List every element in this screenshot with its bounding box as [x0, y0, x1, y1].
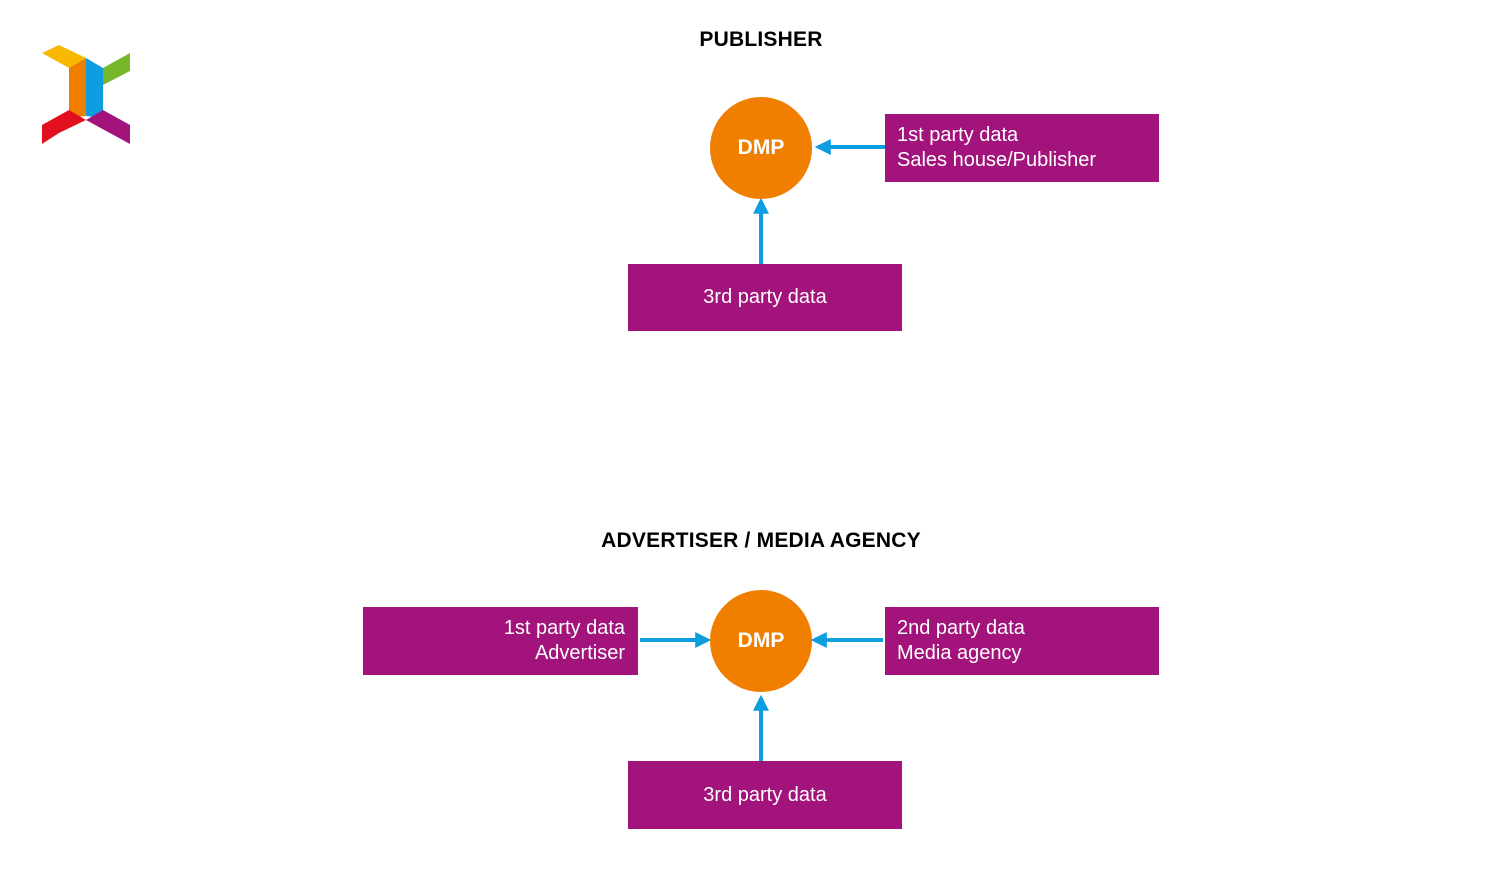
- advertiser-second-party-line1: 2nd party data: [897, 617, 1025, 639]
- publisher-title: PUBLISHER: [699, 28, 823, 51]
- logo-orange-shape: [69, 58, 86, 118]
- logo-blue-shape: [86, 58, 103, 118]
- logo-purple-shape: [86, 110, 130, 144]
- advertiser-third-party-line1: 3rd party data: [703, 783, 827, 806]
- publisher-third-party-line1: 3rd party data: [703, 286, 827, 308]
- publisher-first-party-line1: 1st party data: [897, 124, 1019, 146]
- advertiser-third-party-box: 3rd party data: [628, 761, 902, 829]
- advertiser-dmp-node: DMP: [710, 590, 812, 692]
- logo-green-shape: [103, 53, 130, 85]
- logo-red-shape: [42, 110, 86, 144]
- advertiser-title: ADVERTISER / MEDIA AGENCY: [601, 529, 921, 552]
- publisher-first-party-box: 1st party data Sales house/Publisher: [885, 114, 1159, 182]
- logo-icon: [42, 45, 130, 144]
- advertiser-first-party-box: 1st party data Advertiser: [363, 607, 638, 675]
- publisher-first-party-line2: Sales house/Publisher: [897, 149, 1097, 171]
- logo-yellow-shape: [42, 45, 86, 68]
- advertiser-first-party-line2: Advertiser: [534, 642, 625, 664]
- advertiser-second-party-box: 2nd party data Media agency: [885, 607, 1159, 675]
- advertiser-second-party-line2: Media agency: [897, 642, 1022, 664]
- advertiser-first-party-line1: 1st party data: [503, 617, 625, 639]
- publisher-dmp-node: DMP: [710, 97, 812, 199]
- publisher-third-party-box: 3rd party data: [628, 264, 902, 331]
